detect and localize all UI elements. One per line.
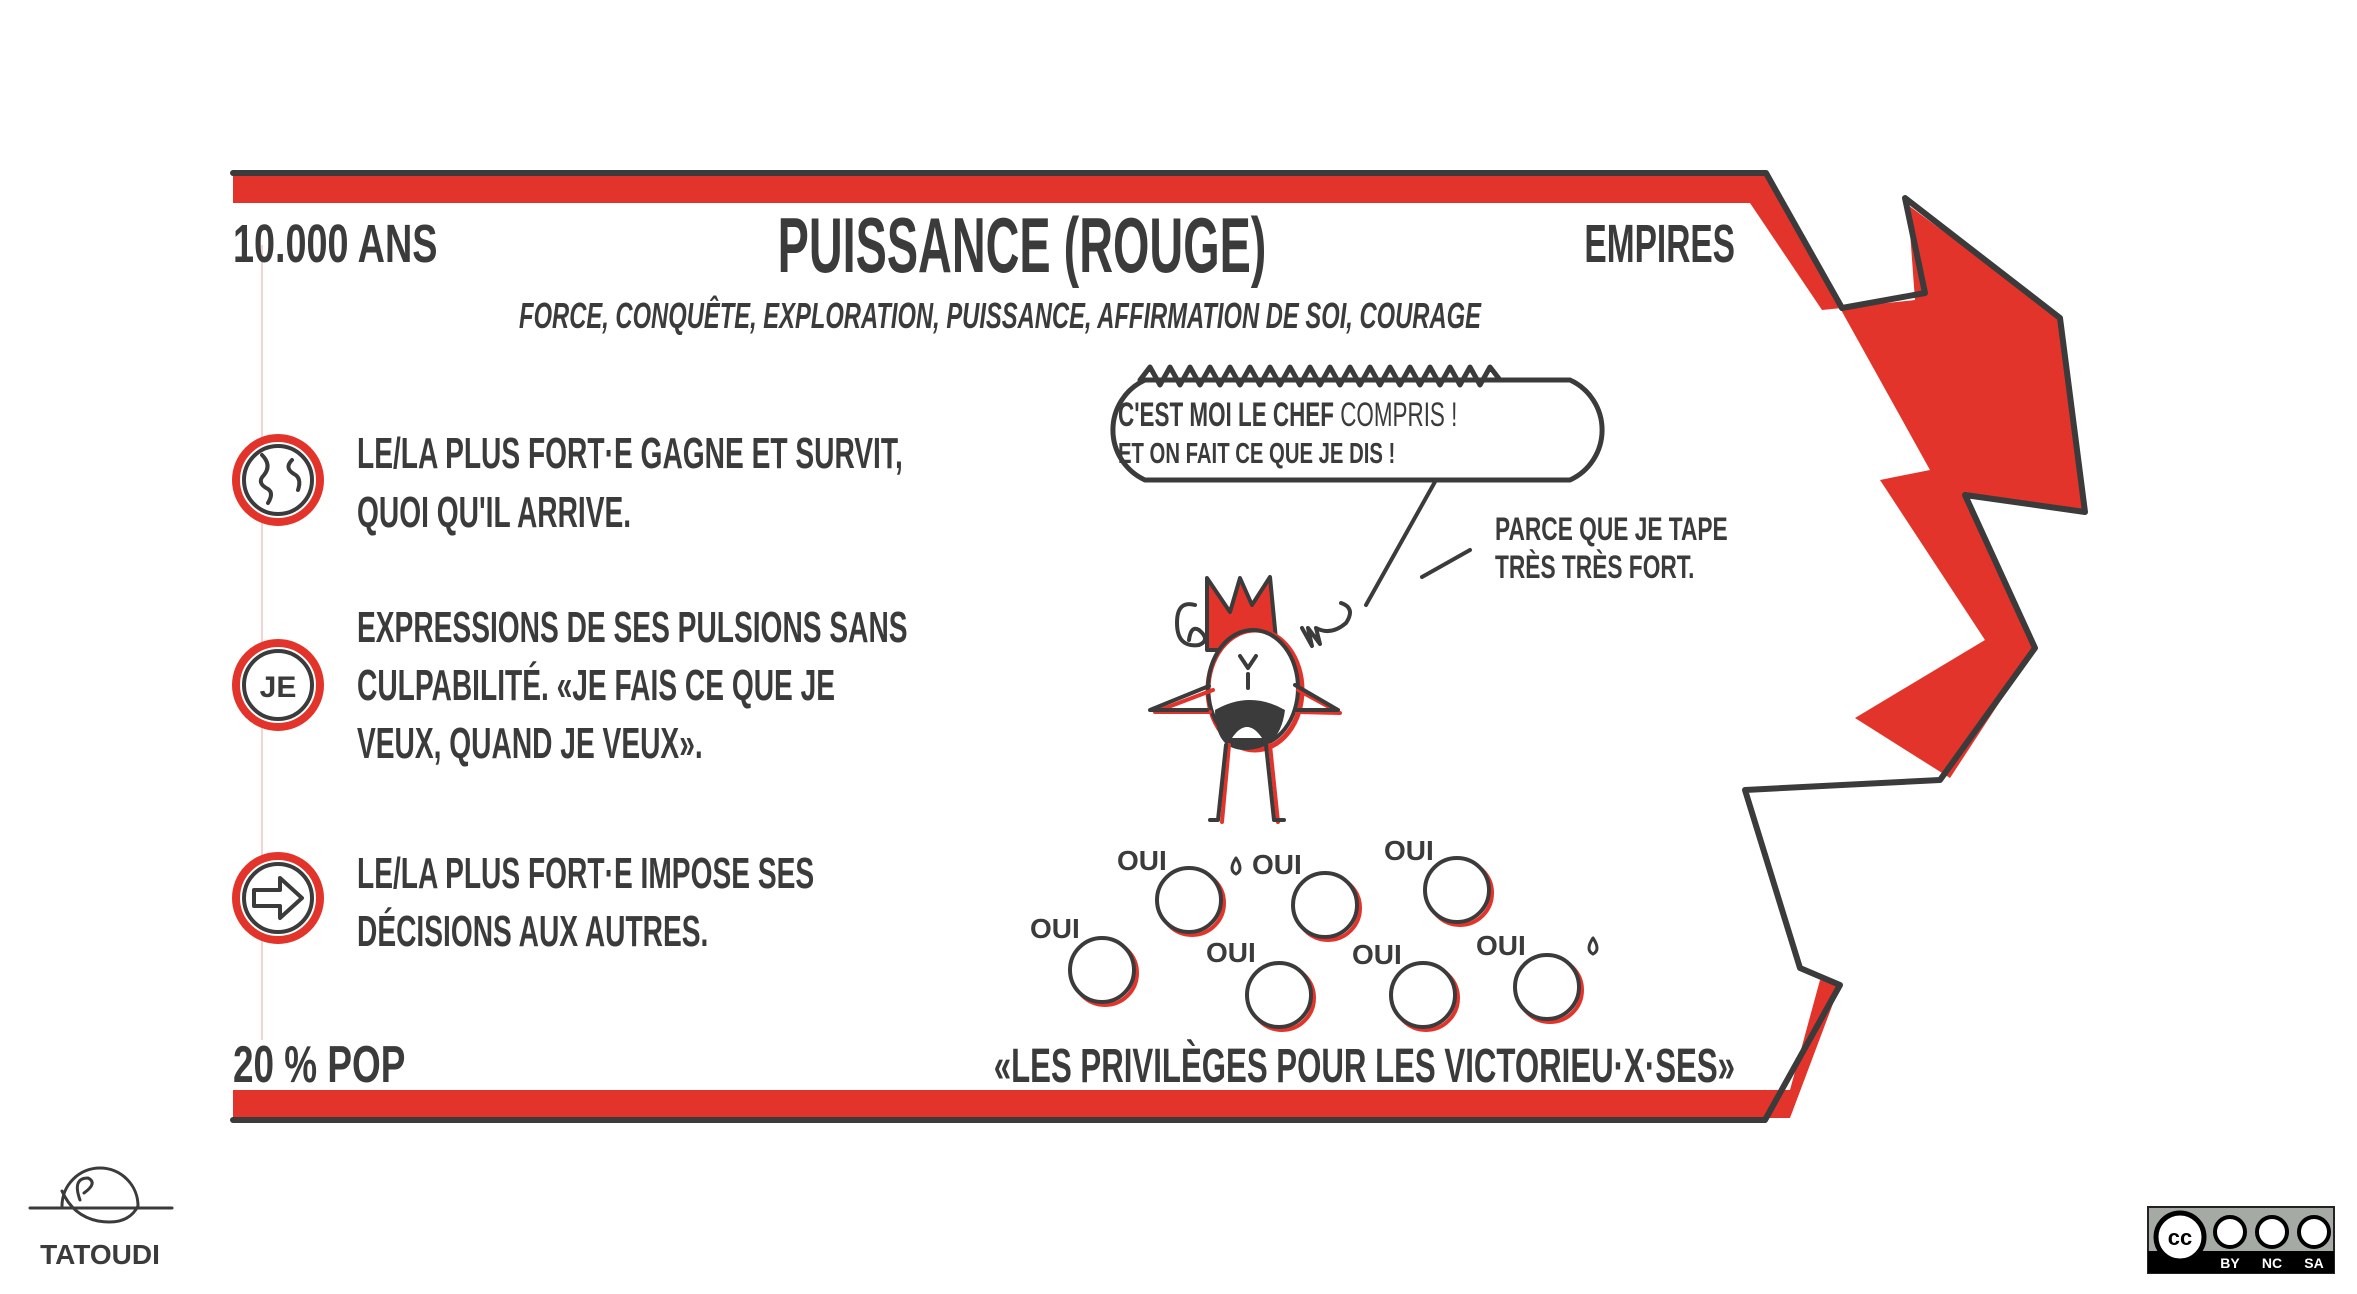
arrow-red-fill	[1840, 205, 2085, 778]
by-icon	[2213, 1215, 2247, 1249]
item-text-line: DÉCISIONS AUX AUTRES.	[357, 907, 708, 956]
cc-license-badge: cc BY NC SA	[2147, 1206, 2335, 1274]
top-red-band	[233, 176, 1753, 203]
sa-icon	[2297, 1215, 2331, 1249]
keywords: FORCE, CONQUÊTE, EXPLORATION, PUISSANCE,…	[519, 294, 1482, 336]
frame-outline	[230, 170, 2088, 1123]
bottom-red-band	[233, 1090, 1753, 1118]
aside-pointer	[1420, 548, 1472, 579]
item-text-line: LE/LA PLUS FORT·E GAGNE ET SURVIT,	[357, 429, 903, 478]
crowd-oui: OUI	[1352, 939, 1402, 970]
item-survival: LE/LA PLUS FORT·E GAGNE ET SURVIT, QUOI …	[232, 429, 903, 537]
sweat-drop-icon	[1230, 856, 1242, 876]
speech-line-1: C'EST MOI LE CHEF COMPRIS !	[1118, 396, 1457, 434]
structure-label: EMPIRES	[1584, 213, 1735, 274]
crowd: OUI OUI OUI OUI OUI OUI OUI	[1030, 835, 1599, 1032]
page-title: PUISSANCE (ROUGE)	[778, 202, 1267, 289]
era-label: 10.000 ANS	[233, 213, 437, 273]
cc-icon: cc	[2168, 1225, 2192, 1250]
chief-character	[1148, 575, 1352, 824]
item-impulses: JE EXPRESSIONS DE SES PULSIONS SANS CULP…	[232, 603, 908, 768]
item-text-line: EXPRESSIONS DE SES PULSIONS SANS	[357, 603, 908, 652]
top-right-red-band	[1750, 176, 1842, 310]
item-text-line: QUOI QU'IL ARRIVE.	[357, 488, 631, 537]
license-sa: SA	[2304, 1255, 2323, 1271]
speech-bubble: C'EST MOI LE CHEF COMPRIS ! ET ON FAIT C…	[1110, 364, 1605, 607]
je-icon: JE	[260, 671, 297, 704]
sweat-drop-icon	[1587, 936, 1599, 956]
crowd-oui: OUI	[1117, 845, 1167, 876]
nc-icon	[2255, 1215, 2289, 1249]
license-nc: NC	[2262, 1255, 2282, 1271]
item-text-line: VEUX, QUAND JE VEUX».	[357, 719, 703, 768]
license-by: BY	[2220, 1255, 2240, 1271]
author-name: TATOUDI	[40, 1239, 160, 1270]
population-label: 20 % POP	[233, 1035, 405, 1094]
crowd-oui: OUI	[1252, 849, 1302, 880]
aside-line-1: PARCE QUE JE TAPE	[1495, 511, 1728, 547]
item-decisions: LE/LA PLUS FORT·E IMPOSE SES DÉCISIONS A…	[232, 849, 814, 956]
crowd-oui: OUI	[1384, 835, 1434, 866]
crowd-oui: OUI	[1030, 913, 1080, 944]
globe-icon	[258, 453, 302, 505]
motto: «LES PRIVILÈGES POUR LES VICTORIEU·X·SES…	[994, 1038, 1735, 1093]
card-frame	[230, 170, 2088, 1123]
arrow-right-icon	[252, 876, 304, 920]
tatoudi-logo: TATOUDI	[28, 1166, 174, 1270]
item-text-line: LE/LA PLUS FORT·E IMPOSE SES	[357, 849, 814, 898]
crowd-oui: OUI	[1206, 937, 1256, 968]
aside-line-2: TRÈS TRÈS FORT.	[1495, 549, 1694, 585]
item-text-line: CULPABILITÉ. «JE FAIS CE QUE JE	[357, 661, 835, 710]
speech-line-2: ET ON FAIT CE QUE JE DIS !	[1118, 438, 1395, 470]
bottom-right-red-band	[1750, 980, 1840, 1118]
crowd-oui: OUI	[1476, 930, 1526, 961]
